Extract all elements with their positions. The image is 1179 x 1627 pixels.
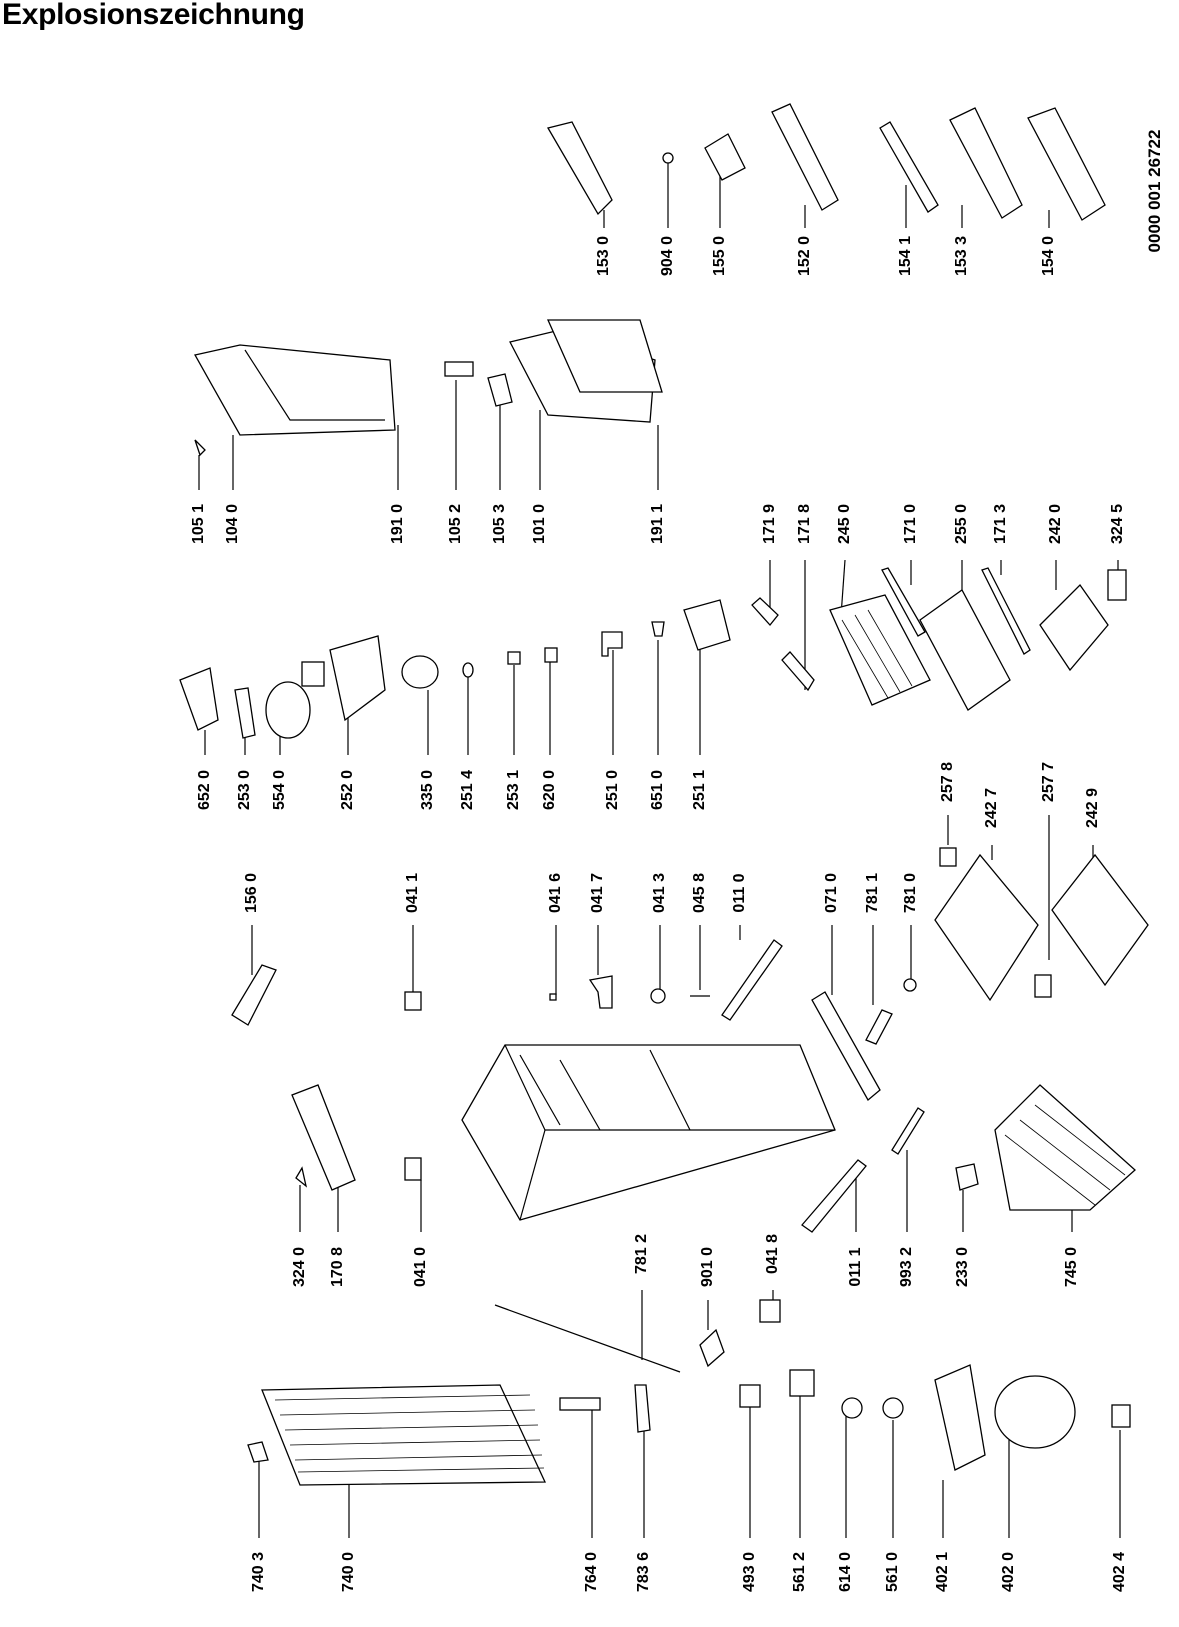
part-label-p1550: 155 0: [711, 235, 728, 277]
part-label-p1052: 105 2: [447, 503, 464, 545]
part-label-p0710: 071 0: [823, 872, 840, 914]
part-label-p4024: 402 4: [1111, 1551, 1128, 1593]
part-label-p1719: 171 9: [761, 503, 778, 545]
part-label-p0413: 041 3: [651, 872, 668, 914]
part-label-p2530: 253 0: [236, 769, 253, 811]
part-label-p3245: 324 5: [1109, 503, 1126, 545]
part-label-p2520: 252 0: [339, 769, 356, 811]
part-label-p4930: 493 0: [741, 1551, 758, 1593]
part-label-p1540: 154 0: [1040, 235, 1057, 277]
part-label-p9932: 993 2: [898, 1246, 915, 1288]
part-label-p2577: 257 7: [1040, 761, 1057, 803]
document-number: 0000 001 26722: [1145, 129, 1164, 253]
part-label-p3240: 324 0: [291, 1246, 308, 1288]
part-label-p2450: 245 0: [836, 503, 853, 545]
part-label-p5612: 561 2: [791, 1551, 808, 1593]
part-label-p6140: 614 0: [837, 1551, 854, 1593]
part-label-p2578: 257 8: [939, 761, 956, 803]
part-label-p2330: 233 0: [954, 1246, 971, 1288]
part-label-p0111: 011 1: [847, 1247, 864, 1287]
part-label-p0417: 041 7: [589, 872, 606, 914]
part-label-p1713: 171 3: [992, 503, 1009, 545]
part-label-p1910: 191 0: [389, 503, 406, 545]
part-label-p0410: 041 0: [412, 1246, 429, 1288]
part-label-p1911: 191 1: [649, 503, 666, 545]
part-label-p1040: 104 0: [224, 503, 241, 545]
part-label-p7450: 745 0: [1063, 1246, 1080, 1288]
part-label-p1530: 153 0: [595, 235, 612, 277]
part-label-p4020: 402 0: [1000, 1551, 1017, 1593]
part-label-p1708: 170 8: [329, 1246, 346, 1288]
part-label-p0458: 045 8: [691, 872, 708, 914]
part-label-p7836: 783 6: [635, 1551, 652, 1593]
part-label-p6510: 651 0: [649, 769, 666, 811]
part-label-p1533: 153 3: [953, 235, 970, 277]
part-label-p5610: 561 0: [884, 1551, 901, 1593]
part-label-p7403: 740 3: [250, 1551, 267, 1593]
part-label-p2514: 251 4: [459, 769, 476, 811]
part-label-p9040: 904 0: [659, 235, 676, 277]
part-label-p7640: 764 0: [583, 1551, 600, 1593]
part-label-p7400: 740 0: [340, 1551, 357, 1593]
part-label-p7811: 781 1: [864, 872, 881, 914]
part-label-p3350: 335 0: [419, 769, 436, 811]
part-shapes: [179, 103, 1149, 1486]
part-label-p2427: 242 7: [983, 787, 1000, 829]
part-label-p2429: 242 9: [1084, 787, 1101, 829]
part-label-p2550: 255 0: [953, 503, 970, 545]
part-label-p7812: 781 2: [633, 1233, 650, 1275]
part-label-p1718: 171 8: [796, 503, 813, 545]
part-label-p2420: 242 0: [1047, 503, 1064, 545]
page-title: Explosionszeichnung: [2, 0, 305, 31]
part-label-p1051: 105 1: [190, 503, 207, 545]
part-label-p6520: 652 0: [196, 769, 213, 811]
part-label-p0418: 041 8: [764, 1233, 781, 1275]
part-label-p9010: 901 0: [699, 1246, 716, 1288]
part-label-p0416: 041 6: [547, 872, 564, 914]
part-label-p0110: 011 0: [731, 873, 748, 913]
part-label-p1710: 171 0: [902, 503, 919, 545]
part-label-p7810: 781 0: [902, 872, 919, 914]
part-label-p1520: 152 0: [796, 235, 813, 277]
part-label-p2510: 251 0: [604, 769, 621, 811]
leader-lines: [198, 162, 1121, 1538]
part-label-p0411: 041 1: [404, 872, 421, 914]
part-label-p2511: 251 1: [691, 769, 708, 811]
part-label-p4021: 402 1: [934, 1551, 951, 1593]
part-label-p2531: 253 1: [505, 769, 522, 811]
part-label-p5540: 554 0: [271, 769, 288, 811]
part-label-p1560: 156 0: [243, 872, 260, 914]
part-label-p6200: 620 0: [541, 769, 558, 811]
part-label-p1010: 101 0: [531, 503, 548, 545]
part-label-p1053: 105 3: [491, 503, 508, 545]
part-label-p1541: 154 1: [897, 235, 914, 277]
